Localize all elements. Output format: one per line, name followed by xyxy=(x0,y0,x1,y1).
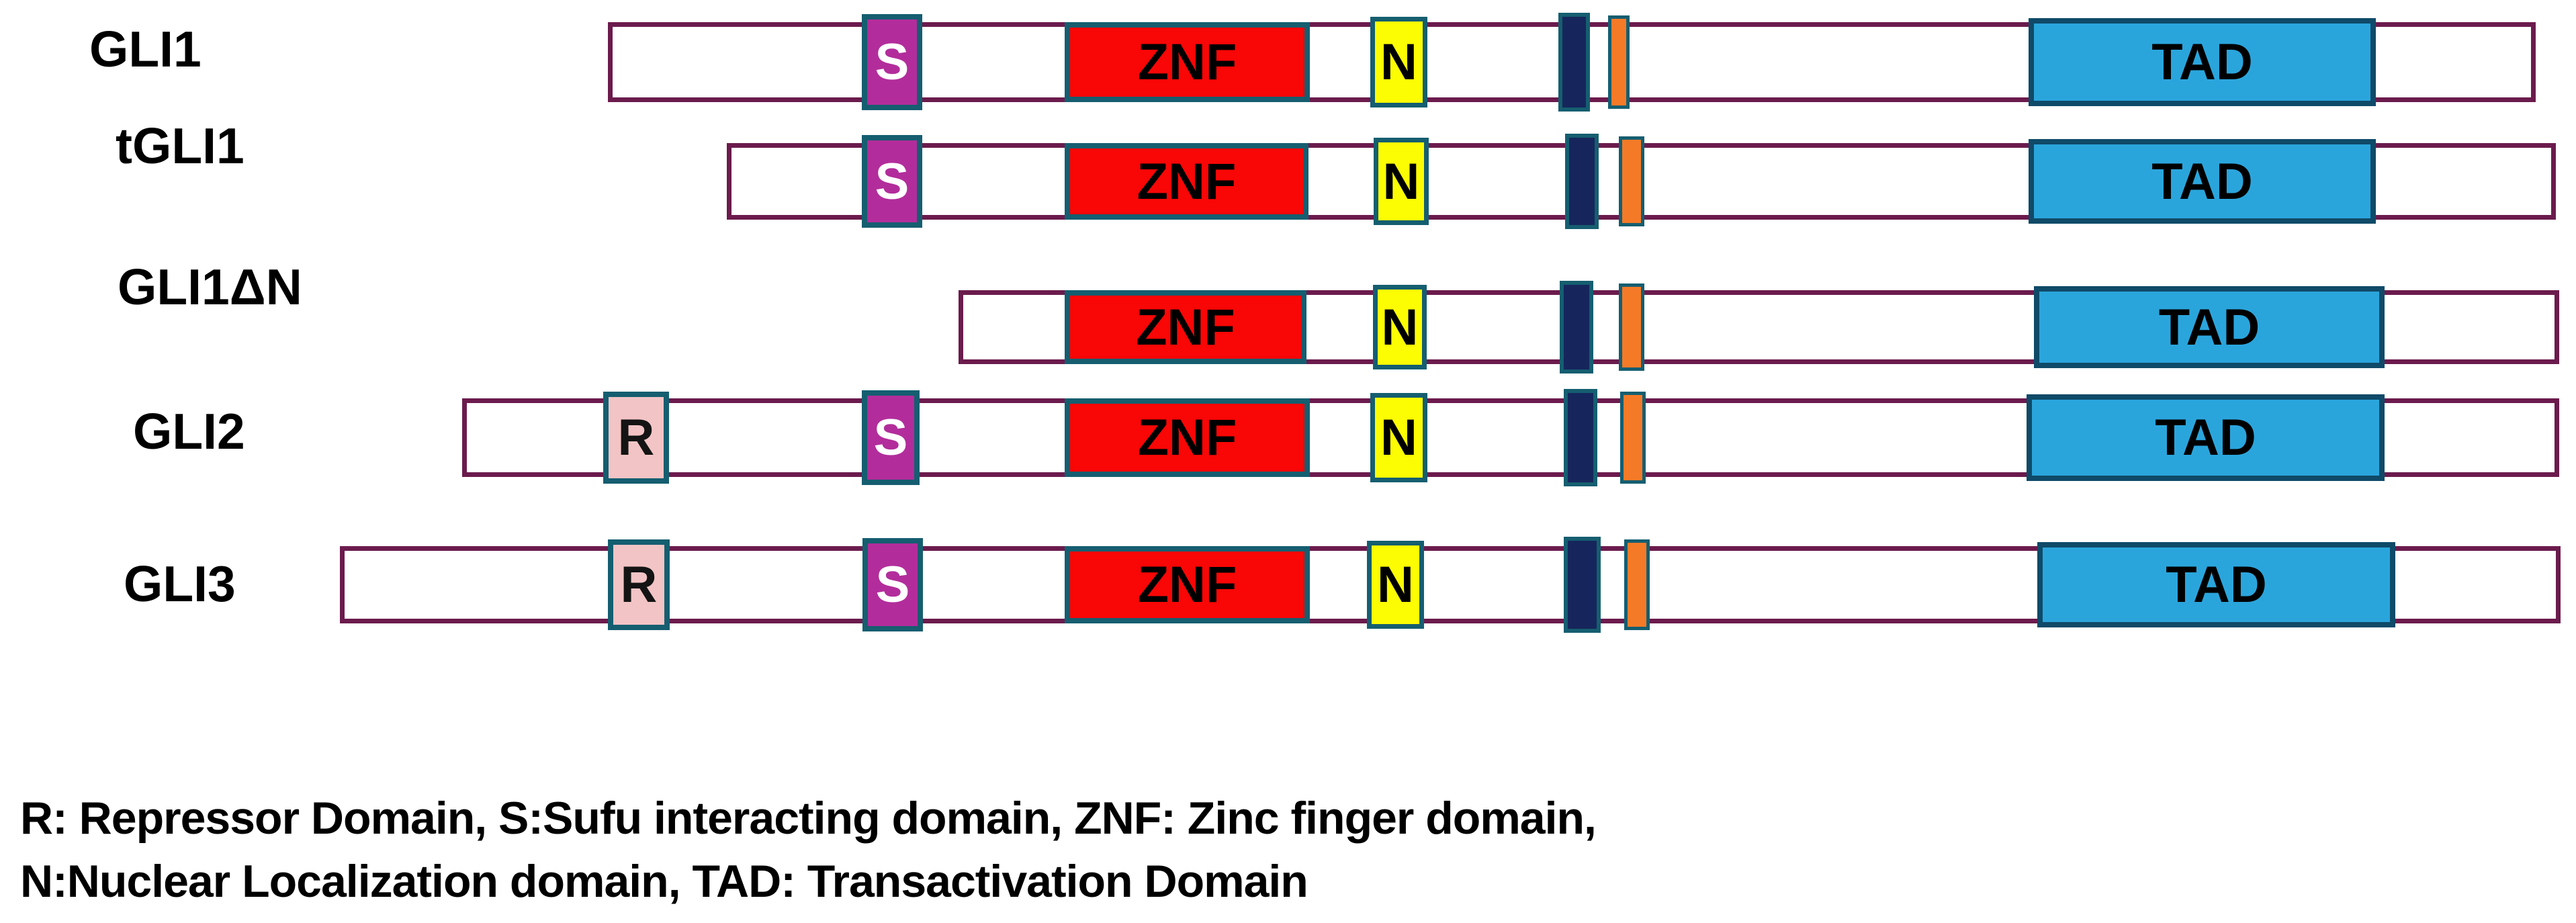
legend-line-1: R: Repressor Domain, S:Sufu interacting … xyxy=(20,793,1597,844)
domain-orange-bar xyxy=(1608,15,1630,109)
domain-n-box: N xyxy=(1370,393,1427,482)
domain-n-box: N xyxy=(1370,17,1427,107)
domain-navy-bar xyxy=(1564,389,1597,486)
domain-znf-box: ZNF xyxy=(1065,398,1310,477)
domain-znf-box: ZNF xyxy=(1065,22,1310,102)
domain-n-box: N xyxy=(1373,285,1427,369)
domain-orange-bar xyxy=(1619,283,1644,371)
protein-label: GLI2 xyxy=(133,403,245,459)
domain-orange-bar xyxy=(1619,136,1644,226)
domain-s-box: S xyxy=(862,390,920,485)
domain-navy-bar xyxy=(1565,134,1599,229)
domain-tad-box: TAD xyxy=(2027,394,2385,481)
domain-orange-bar xyxy=(1624,539,1650,630)
protein-label: GLI3 xyxy=(124,556,236,612)
domain-s-box: S xyxy=(862,538,923,631)
domain-n-box: N xyxy=(1374,138,1429,225)
domain-navy-bar xyxy=(1564,537,1601,633)
domain-navy-bar xyxy=(1560,281,1593,373)
domain-znf-box: ZNF xyxy=(1065,290,1306,364)
domain-navy-bar xyxy=(1558,13,1590,112)
legend-line-2: N:Nuclear Localization domain, TAD: Tran… xyxy=(20,855,1308,907)
domain-s-box: S xyxy=(862,14,922,110)
protein-label: GLI1 xyxy=(89,21,202,77)
domain-tad-box: TAD xyxy=(2029,139,2376,224)
legend: R: Repressor Domain, S:Sufu interacting … xyxy=(20,787,1597,914)
domain-znf-box: ZNF xyxy=(1065,546,1310,623)
domain-r-box: R xyxy=(608,539,670,630)
domain-tad-box: TAD xyxy=(2034,286,2385,368)
protein-label: GLI1ΔN xyxy=(118,259,302,315)
domain-r-box: R xyxy=(603,392,669,484)
protein-label: tGLI1 xyxy=(116,118,245,174)
domain-tad-box: TAD xyxy=(2029,18,2376,106)
domain-orange-bar xyxy=(1620,392,1646,484)
domain-n-box: N xyxy=(1367,541,1424,629)
domain-znf-box: ZNF xyxy=(1065,143,1308,220)
domain-tad-box: TAD xyxy=(2037,542,2395,627)
domain-s-box: S xyxy=(862,135,922,228)
